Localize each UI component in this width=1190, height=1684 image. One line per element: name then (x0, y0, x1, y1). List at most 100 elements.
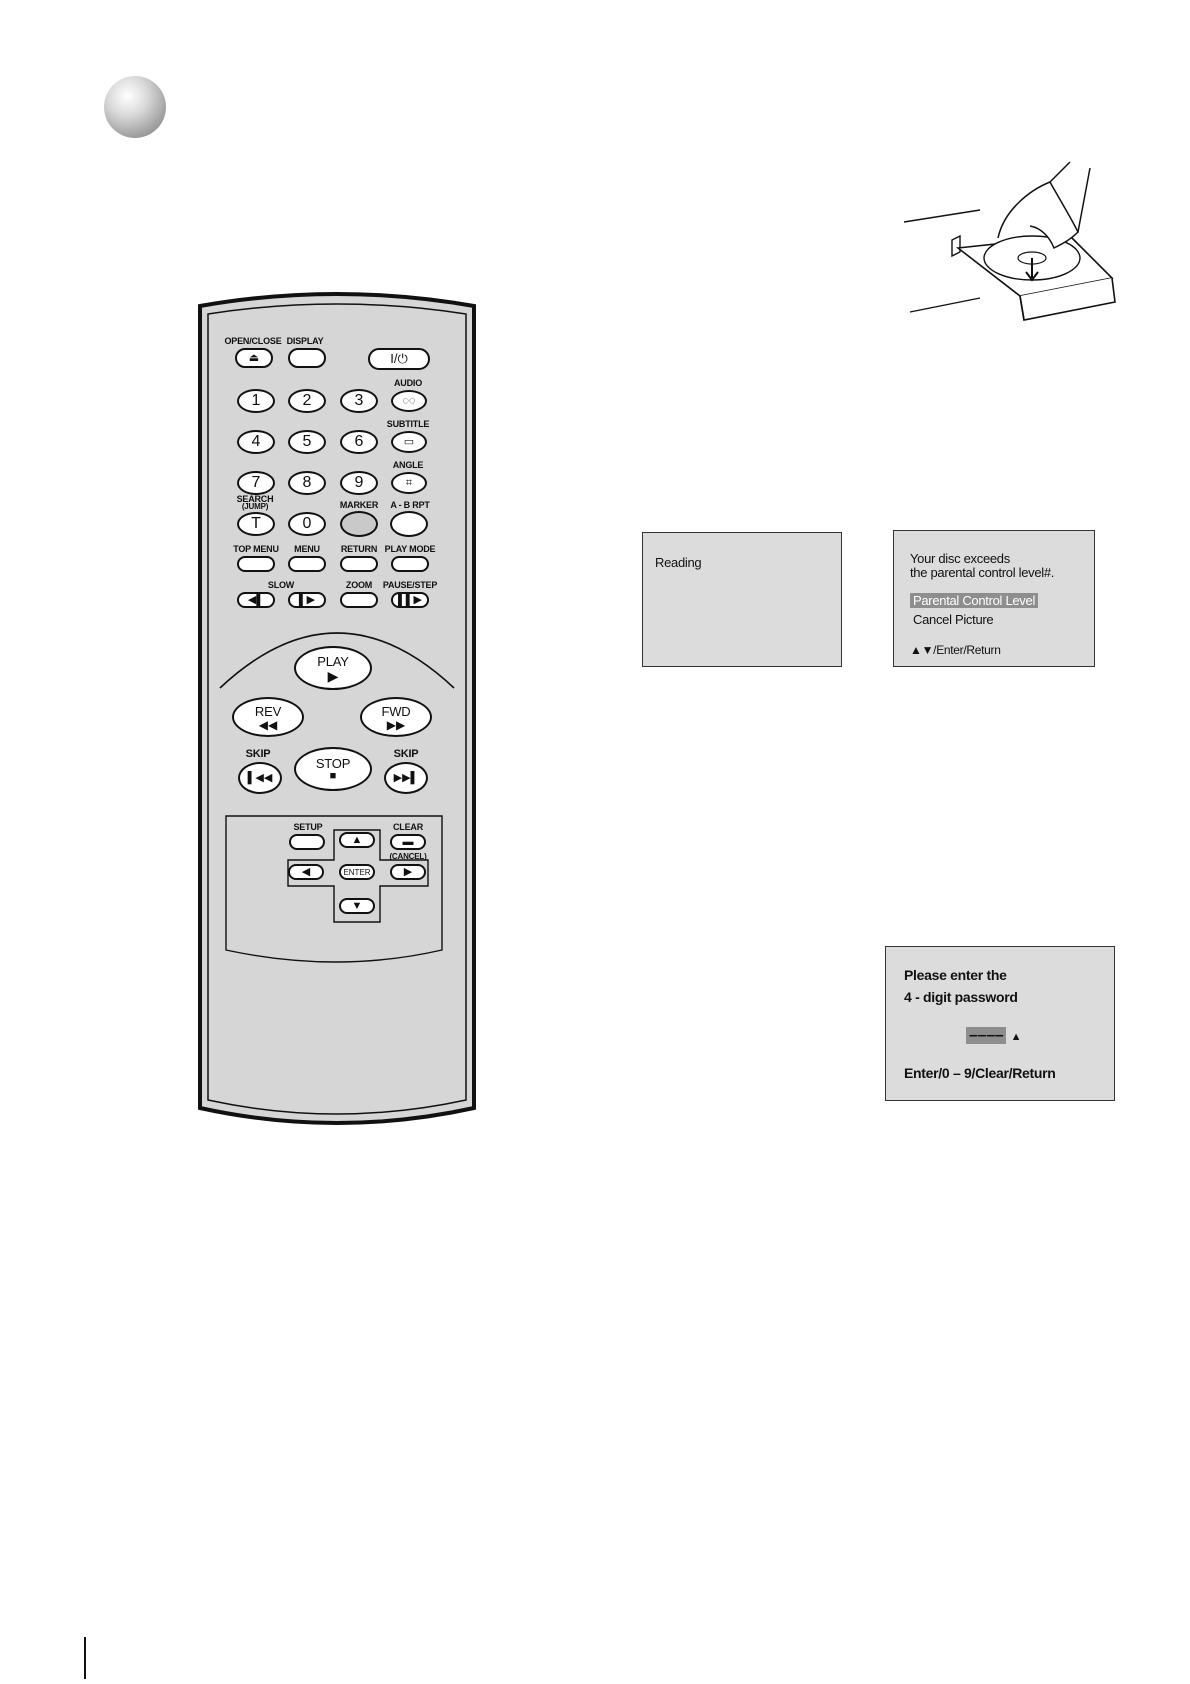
digit-6-button[interactable]: 6 (340, 430, 378, 454)
stop-icon: ■ (329, 770, 337, 782)
display-label: DISPLAY (286, 336, 324, 346)
navigation-pad-outline (287, 829, 429, 923)
angle-label: ANGLE (392, 460, 424, 470)
menu-label: MENU (294, 544, 320, 554)
skip-forward-label: SKIP (393, 748, 419, 760)
ab-repeat-button[interactable] (390, 511, 428, 537)
disc-insert-illustration (903, 161, 1116, 321)
skip-back-label: SKIP (245, 748, 271, 760)
search-label: SEARCH (236, 494, 274, 504)
password-hint: Enter/0 – 9/Clear/Return (904, 1065, 1056, 1081)
slow-label: SLOW (267, 580, 295, 590)
play-button[interactable]: PLAY ▶ (294, 646, 372, 690)
play-mode-label: PLAY MODE (384, 544, 436, 554)
fwd-label: FWD (381, 703, 411, 719)
eject-icon: ⏏ (248, 351, 260, 364)
left-arrow-icon: ◀ (301, 865, 311, 878)
digit-9-button[interactable]: 9 (340, 471, 378, 495)
parental-line1: Your disc exceeds (910, 551, 1010, 566)
parental-control-level-option[interactable]: Parental Control Level (910, 593, 1039, 608)
password-mask[interactable]: –––– (966, 1027, 1007, 1044)
digit-0-button[interactable]: 0 (288, 512, 326, 536)
skip-forward-button[interactable]: ▶▶▌ (384, 762, 428, 794)
rev-label: REV (254, 703, 282, 719)
subtitle-button[interactable]: ▭ (391, 431, 427, 453)
up-arrow-button[interactable]: ▲ (339, 832, 375, 848)
remote-body (198, 292, 476, 1125)
down-arrow-button[interactable]: ▼ (339, 898, 375, 914)
fwd-button[interactable]: FWD ▶▶ (360, 697, 432, 737)
up-arrow-icon: ▲ (351, 833, 363, 846)
skip-back-button[interactable]: ▌◀◀ (238, 762, 282, 794)
zoom-button[interactable] (340, 592, 378, 608)
enter-button[interactable]: ENTER (339, 864, 375, 880)
digit-7-button[interactable]: 7 (237, 471, 275, 495)
ab-repeat-label: A - B RPT (390, 500, 430, 510)
pause-step-icon: ▌▌▶ (397, 593, 423, 606)
top-menu-button[interactable] (237, 556, 275, 572)
search-button[interactable]: T (237, 512, 275, 536)
setup-label: SETUP (293, 822, 323, 832)
angle-button[interactable]: ⌗ (391, 472, 427, 494)
setup-button[interactable] (289, 834, 325, 850)
pause-step-label: PAUSE/STEP (382, 580, 438, 590)
audio-button[interactable]: ◌◌ (391, 390, 427, 412)
digit-2-button[interactable]: 2 (288, 389, 326, 413)
digit-5-button[interactable]: 5 (288, 430, 326, 454)
down-arrow-icon: ▼ (351, 899, 363, 912)
camera-icon: ⌗ (405, 476, 413, 489)
section-bullet-sphere (104, 76, 166, 138)
remote-control: OPEN/CLOSE ⏏ DISPLAY I/⏻ 1 2 3 AUDIO ◌◌ … (0, 0, 476, 1125)
stop-label: STOP (315, 756, 351, 771)
digit-8-button[interactable]: 8 (288, 471, 326, 495)
page-margin-bar (84, 1637, 86, 1679)
power-button[interactable]: I/⏻ (368, 348, 430, 370)
osd-reading-screen: Reading (642, 532, 842, 667)
skip-forward-icon: ▶▶▌ (393, 771, 419, 784)
open-close-label: OPEN/CLOSE (224, 336, 282, 346)
skip-back-icon: ▌◀◀ (247, 771, 273, 784)
cancel-label: (CANCEL) (389, 852, 427, 861)
password-line2: 4 - digit password (904, 989, 1018, 1005)
slow-reverse-button[interactable]: ◀▌ (237, 592, 275, 608)
minus-icon: ▬ (402, 835, 414, 848)
left-arrow-button[interactable]: ◀ (288, 864, 324, 880)
slow-forward-button[interactable]: ▌▶ (288, 592, 326, 608)
rev-button[interactable]: REV ◀◀ (232, 697, 304, 737)
top-menu-label: TOP MENU (233, 544, 279, 554)
digit-3-button[interactable]: 3 (340, 389, 378, 413)
osd-parental-screen: Your disc exceeds the parental control l… (893, 530, 1095, 667)
audio-label: AUDIO (394, 378, 422, 388)
lock-icon: ▲ (1010, 1031, 1022, 1043)
play-mode-button[interactable] (391, 556, 429, 572)
zoom-label: ZOOM (345, 580, 373, 590)
digit-1-button[interactable]: 1 (237, 389, 275, 413)
osd-password-screen: Please enter the 4 - digit password ––––… (885, 946, 1115, 1101)
menu-button[interactable] (288, 556, 326, 572)
display-button[interactable] (288, 348, 326, 368)
open-close-button[interactable]: ⏏ (235, 348, 273, 368)
rewind-icon: ◀◀ (258, 717, 278, 732)
cancel-picture-option[interactable]: Cancel Picture (913, 612, 994, 627)
return-button[interactable] (340, 556, 378, 572)
parental-hint: ▲▼/Enter/Return (910, 643, 1001, 657)
pause-step-button[interactable]: ▌▌▶ (391, 592, 429, 608)
slow-reverse-icon: ◀▌ (247, 593, 265, 606)
clear-button[interactable]: ▬ (390, 834, 426, 850)
password-line1: Please enter the (904, 967, 1007, 983)
stop-button[interactable]: STOP ■ (294, 747, 372, 791)
marker-label: MARKER (339, 500, 379, 510)
right-arrow-button[interactable]: ▶ (390, 864, 426, 880)
clear-label: CLEAR (393, 822, 423, 832)
play-icon: ▶ (327, 667, 339, 684)
audio-icon: ◌◌ (402, 394, 416, 407)
fast-forward-icon: ▶▶ (386, 717, 406, 732)
digit-4-button[interactable]: 4 (237, 430, 275, 454)
return-label: RETURN (340, 544, 378, 554)
subtitle-label: SUBTITLE (386, 419, 430, 429)
marker-button[interactable] (340, 511, 378, 537)
slow-forward-icon: ▌▶ (298, 593, 316, 606)
subtitle-icon: ▭ (403, 435, 415, 448)
reading-text: Reading (655, 555, 702, 570)
parental-line2: the parental control level#. (910, 565, 1055, 580)
